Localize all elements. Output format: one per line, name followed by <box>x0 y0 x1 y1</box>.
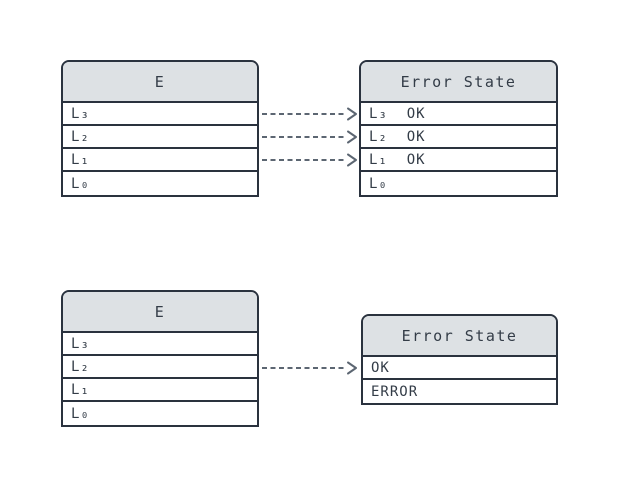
table-error-state-top: Error State L₃ OK L₂ OK L₁ OK L₀ <box>359 60 558 197</box>
table-row: ERROR <box>363 380 556 403</box>
table-row: L₂ <box>63 356 257 379</box>
table-header: Error State <box>363 316 556 357</box>
table-row: L₀ <box>361 172 556 195</box>
table-row: L₃ <box>63 103 257 126</box>
table-header: E <box>63 62 257 103</box>
table-error-state-bottom: Error State OK ERROR <box>361 314 558 405</box>
table-row: OK <box>363 357 556 380</box>
table-e-bottom: E L₃ L₂ L₁ L₀ <box>61 290 259 427</box>
table-row: L₁ <box>63 149 257 172</box>
table-header: Error State <box>361 62 556 103</box>
table-row: L₀ <box>63 172 257 195</box>
dashed-arrow-icon <box>261 107 358 121</box>
table-row: L₁ <box>63 379 257 402</box>
table-row: L₃ OK <box>361 103 556 126</box>
table-row: L₀ <box>63 402 257 425</box>
dashed-arrow-icon <box>261 153 358 167</box>
table-header: E <box>63 292 257 333</box>
dashed-arrow-icon <box>261 361 358 375</box>
table-e-top: E L₃ L₂ L₁ L₀ <box>61 60 259 197</box>
table-row: L₁ OK <box>361 149 556 172</box>
table-row: L₂ OK <box>361 126 556 149</box>
table-row: L₂ <box>63 126 257 149</box>
table-row: L₃ <box>63 333 257 356</box>
dashed-arrow-icon <box>261 130 358 144</box>
